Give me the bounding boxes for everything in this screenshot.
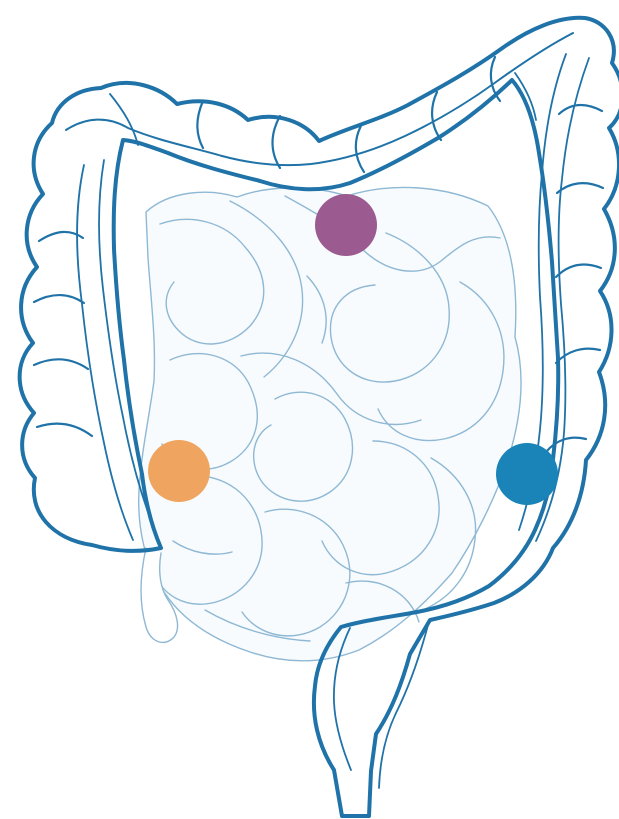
large-intestine-inner-line <box>379 625 428 788</box>
large-intestine-inner-line <box>110 94 138 145</box>
colon-haustra <box>197 101 203 148</box>
colon-haustra <box>556 349 600 363</box>
descending-colon-marker <box>496 443 558 505</box>
colon-haustra <box>546 438 586 452</box>
transverse-colon-marker <box>315 194 377 256</box>
ascending-colon-marker <box>148 440 210 502</box>
colon-haustra <box>557 183 603 193</box>
colon-haustra <box>556 265 601 277</box>
colon-haustra <box>559 105 602 114</box>
large-intestine-inner-line <box>515 73 536 120</box>
colon-haustra <box>273 116 281 168</box>
small-intestine-mass <box>139 187 521 660</box>
colon-haustra <box>356 124 364 172</box>
colon-haustra <box>37 424 92 436</box>
colon-haustra <box>34 359 88 369</box>
colon-haustra <box>432 92 441 140</box>
small-intestine <box>139 187 521 660</box>
colon-haustra <box>34 295 84 303</box>
